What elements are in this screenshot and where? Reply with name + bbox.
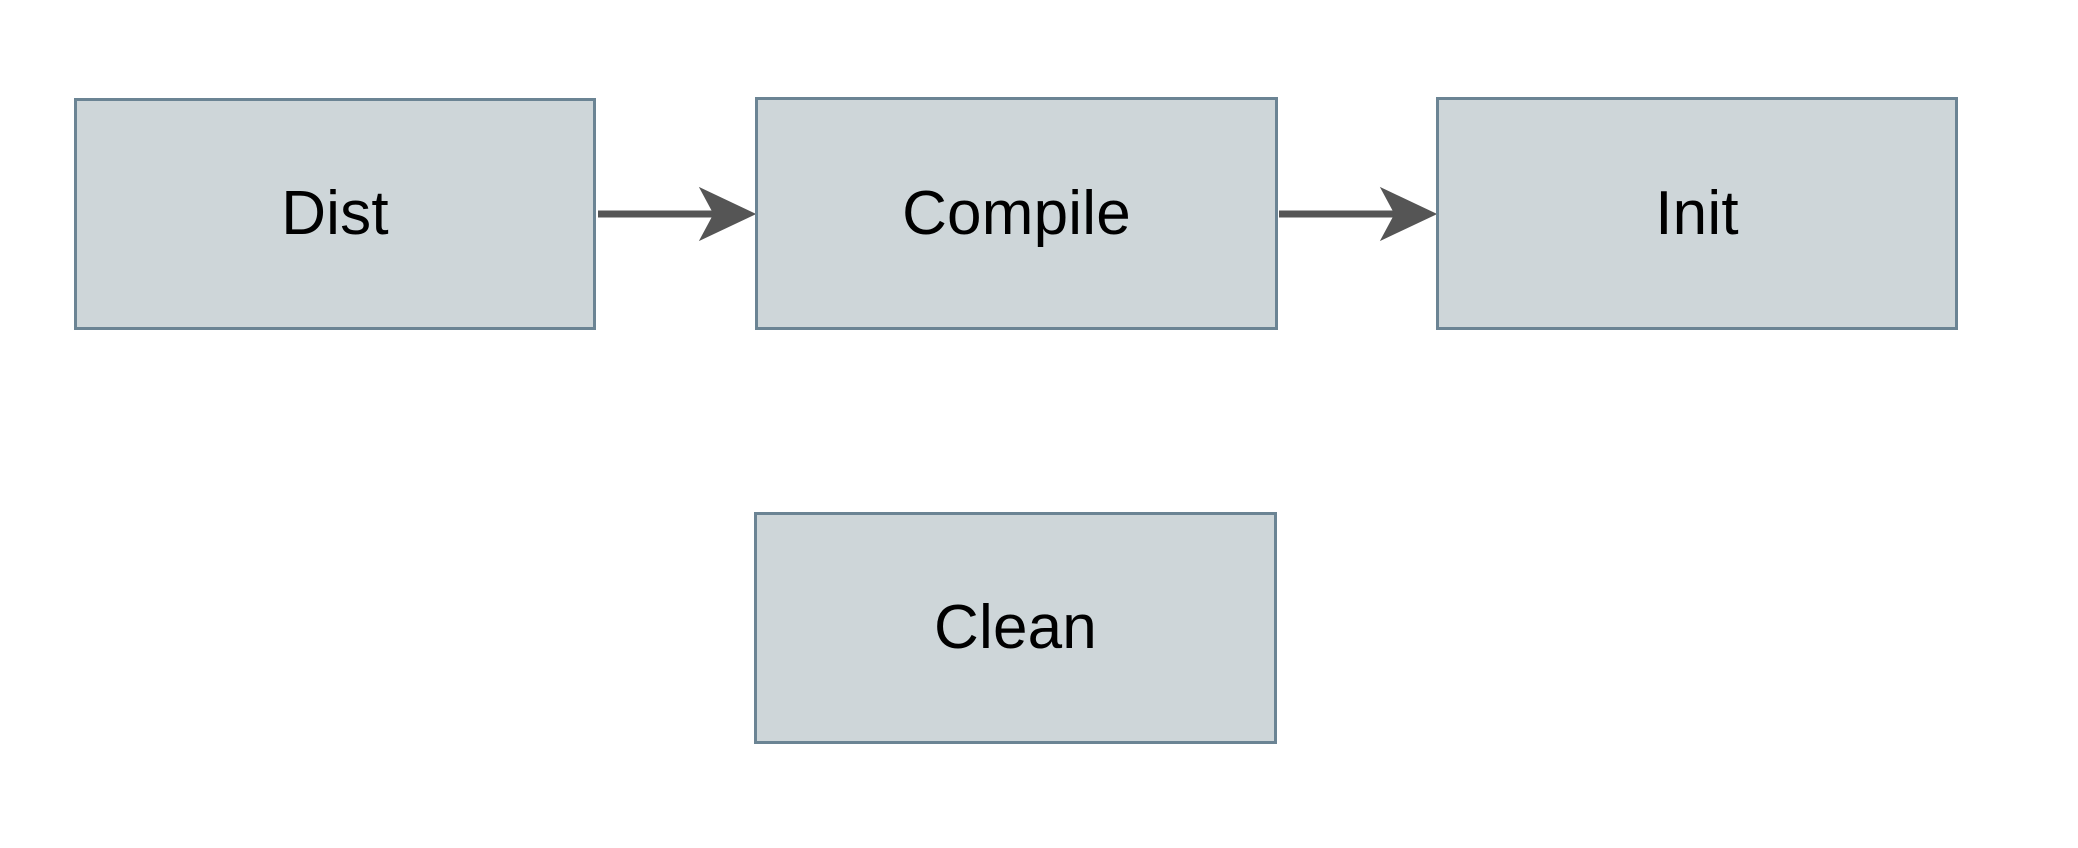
node-dist-label: Dist bbox=[281, 179, 389, 248]
node-dist[interactable]: Dist bbox=[74, 98, 596, 330]
edge-dist-compile-arrowhead bbox=[698, 186, 757, 242]
node-init-label: Init bbox=[1655, 178, 1739, 248]
edge-compile-init-arrowhead bbox=[1379, 186, 1438, 242]
node-compile[interactable]: Compile bbox=[755, 97, 1278, 330]
node-clean[interactable]: Clean bbox=[754, 512, 1277, 744]
node-compile-label: Compile bbox=[902, 178, 1131, 248]
node-init[interactable]: Init bbox=[1436, 97, 1958, 330]
edge-compile-init[interactable] bbox=[1279, 186, 1438, 242]
edge-dist-compile[interactable] bbox=[598, 186, 757, 242]
node-clean-label: Clean bbox=[934, 593, 1097, 662]
